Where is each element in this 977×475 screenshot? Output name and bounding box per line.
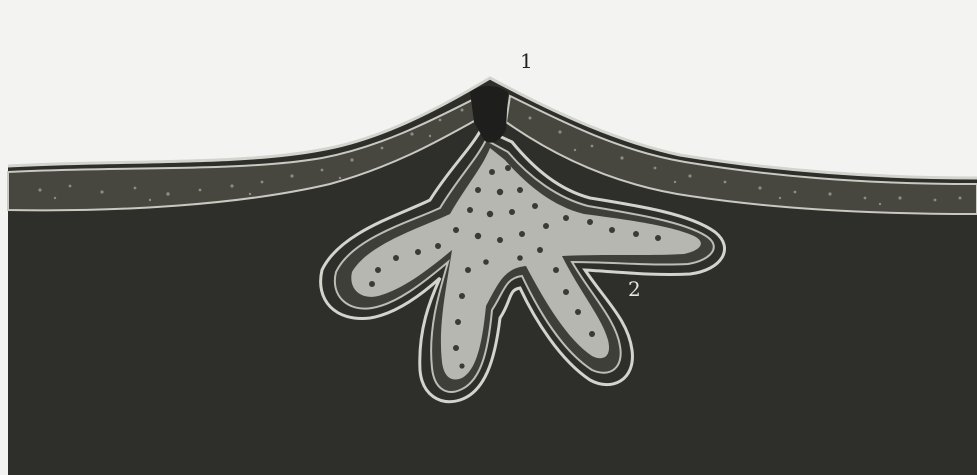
label-2: 2 [628,277,641,301]
label-1: 1 [520,49,533,73]
